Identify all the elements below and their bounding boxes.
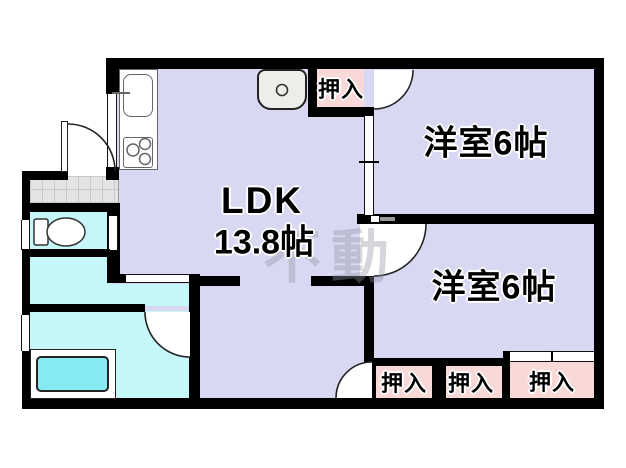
wall-washroom-bathroom — [22, 304, 145, 312]
closet-top-label: 押入 — [317, 77, 365, 102]
wall-entrance-top — [22, 171, 68, 180]
bedroom-top-label: 洋室6帖 — [423, 124, 549, 163]
kitchen-sink — [123, 74, 153, 117]
wall-outer-left — [22, 171, 30, 220]
wall-hall-bedroom — [364, 276, 374, 362]
closet-bottom-3-box — [510, 362, 594, 399]
wall-ldk-hall-left — [189, 276, 240, 286]
washroom-floor-left — [30, 256, 110, 306]
entrance-genkan-tiles — [30, 176, 119, 205]
ldk-room-label: LDK — [220, 180, 304, 221]
wall-washroom-right — [189, 274, 200, 400]
faucet-icon — [112, 92, 130, 94]
wall-closet-top-left — [308, 58, 317, 117]
door-frame-mark — [380, 217, 395, 221]
bathtub — [36, 356, 109, 392]
ldk-size-label: 13.8帖 — [213, 223, 315, 262]
stove — [123, 137, 153, 168]
closet-bottom-3-label: 押入 — [528, 370, 576, 395]
wall-outer-top — [106, 58, 604, 69]
door-frame-mark — [371, 216, 379, 222]
bedroom-door-opening — [360, 224, 374, 276]
closet-bottom-1-box — [376, 366, 432, 398]
wash-basin — [257, 69, 307, 110]
wall-kitchen-left — [106, 58, 119, 94]
kitchen-window — [107, 94, 117, 167]
wall-outer-bottom — [22, 398, 604, 409]
closet-bottom-1-label: 押入 — [380, 371, 428, 396]
washroom-sliding-door — [126, 274, 190, 283]
wall-between-bedrooms — [357, 214, 604, 224]
wall-ldk-hall-right — [311, 276, 374, 286]
washroom-floor-right — [110, 284, 190, 306]
wall-outer-left — [22, 351, 30, 409]
wall-closet-top-bottom — [308, 107, 374, 117]
toilet-window — [21, 220, 30, 250]
wall-entrance-top — [106, 171, 119, 180]
bathroom-window — [21, 315, 30, 351]
toilet-room-floor — [30, 212, 108, 252]
ldk-bedroom-sliding-partition — [364, 116, 374, 215]
closet-bottom-2-box — [446, 366, 502, 398]
wall — [503, 351, 510, 402]
wall-genkan-toilet — [22, 203, 119, 212]
toilet-door — [108, 216, 118, 250]
closet-top-box — [317, 69, 364, 107]
wall-outer-right — [594, 58, 604, 408]
entrance-door-leaf — [61, 121, 68, 172]
wall-washroom-top — [107, 274, 126, 283]
wall-toilet-bottom — [22, 249, 110, 257]
wall-outer-left — [22, 250, 30, 315]
door-center-tick — [359, 161, 379, 163]
bedroom-bottom-label: 洋室6帖 — [431, 268, 557, 307]
closet-bottom-2-label: 押入 — [447, 371, 495, 396]
door-center-tick — [551, 351, 553, 362]
watermark-text: 不動 — [263, 225, 400, 290]
